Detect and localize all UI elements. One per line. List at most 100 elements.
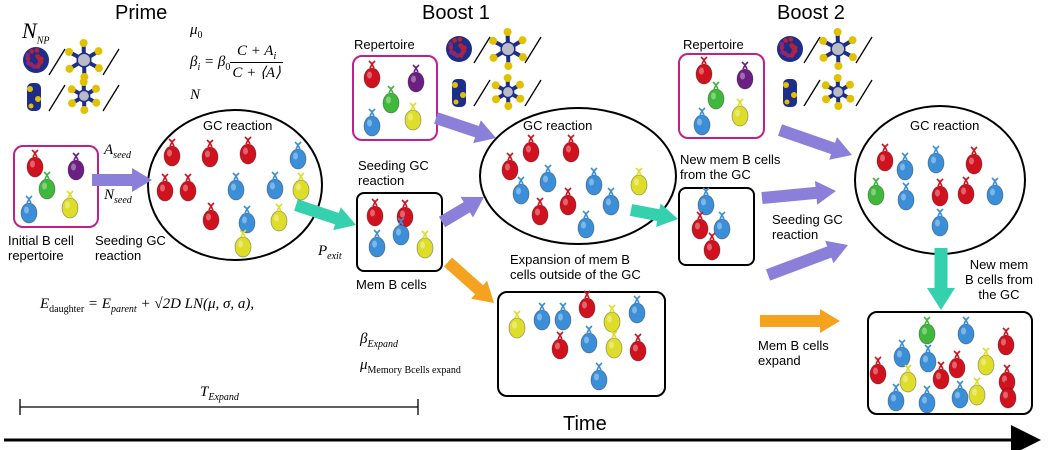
b-cell-icon xyxy=(896,152,914,181)
np-star-icon xyxy=(67,78,101,114)
b-cell-icon xyxy=(67,152,85,181)
b-cell-icon xyxy=(382,85,400,114)
n-np-symbol: NNP xyxy=(22,18,50,47)
b-cell-icon xyxy=(531,197,549,226)
b-cell-icon xyxy=(695,56,713,85)
np-sphere-icon xyxy=(777,36,803,62)
exit-arrow-boost1 xyxy=(629,203,678,227)
b-cell-icon xyxy=(404,102,422,131)
b-cell-icon xyxy=(368,229,386,258)
b-cell-icon xyxy=(26,149,44,178)
b-cell-icon xyxy=(20,195,38,224)
mem-b-cells-label: Mem B cells xyxy=(356,277,427,292)
b-cell-icon xyxy=(968,377,986,406)
b-cell-icon xyxy=(202,202,220,231)
b-cell-icon xyxy=(590,362,608,391)
b-cell-icon xyxy=(931,208,949,237)
b-cell-icon xyxy=(270,203,288,232)
b-cell-icon xyxy=(163,138,181,167)
b-cell-icon xyxy=(580,325,598,354)
boost1-gc-ellipse xyxy=(479,107,677,245)
b-cell-icon xyxy=(691,211,709,240)
divider-slash-icon xyxy=(803,36,821,64)
mem-to-gc-arrow-boost1 xyxy=(438,196,484,228)
prime-gc-ellipse xyxy=(147,109,323,261)
mem-b-cells-expand-label: Mem B cells expand xyxy=(758,338,829,368)
divider-slash-icon xyxy=(524,36,542,64)
b-cell-icon xyxy=(899,364,917,393)
boost1-title: Boost 1 xyxy=(422,2,490,24)
divider-slash-icon xyxy=(524,79,542,107)
b-cell-icon xyxy=(363,108,381,137)
b-cell-icon xyxy=(407,64,425,93)
divider-slash-icon xyxy=(855,36,873,64)
b-cell-icon xyxy=(927,145,945,174)
b-cell-icon xyxy=(948,350,966,379)
seeding-arrow xyxy=(92,168,152,192)
b-cell-icon xyxy=(585,167,603,196)
b-cell-icon xyxy=(508,310,526,339)
np-sphere-icon xyxy=(446,36,472,62)
n-seed-symbol: Nseed xyxy=(104,187,132,206)
boost2-repertoire-label: Repertoire xyxy=(683,37,744,52)
expand-arrow-boost1 xyxy=(444,257,494,303)
b-cell-icon xyxy=(876,143,894,172)
b-cell-icon xyxy=(997,327,1015,356)
b-cell-icon xyxy=(867,177,885,206)
expansion-box xyxy=(497,291,666,397)
exit-arrow-prime xyxy=(294,199,356,231)
divider-slash-icon xyxy=(803,79,821,107)
b-cell-icon xyxy=(707,81,725,110)
b-cell-icon xyxy=(577,210,595,239)
b-cell-icon xyxy=(554,302,572,331)
seeding-gc-reaction-label: Seeding GC reaction xyxy=(358,158,429,188)
b-cell-icon xyxy=(893,339,911,368)
b-cell-icon xyxy=(238,205,256,234)
b-cell-icon xyxy=(713,211,731,240)
b-cell-icon xyxy=(932,361,950,390)
b-cell-icon xyxy=(289,141,307,170)
boost2-gc-label: GC reaction xyxy=(910,118,980,133)
b-cell-icon xyxy=(239,136,257,165)
b-cell-icon xyxy=(897,182,915,211)
np-trimer-icon xyxy=(27,83,41,111)
beta-expand-symbol: βExpand xyxy=(360,331,399,350)
initial-repertoire-box xyxy=(13,145,99,228)
b-cell-icon xyxy=(986,177,1004,206)
b-cell-icon xyxy=(957,176,975,205)
b-cell-icon xyxy=(918,316,936,345)
b-cell-icon xyxy=(234,229,252,258)
b-cell-icon xyxy=(703,232,721,261)
divider-slash-icon xyxy=(102,84,120,112)
b-cell-icon xyxy=(965,146,983,175)
b-cell-icon xyxy=(512,176,530,205)
b-cell-icon xyxy=(951,380,969,409)
b-cell-icon xyxy=(533,302,551,331)
boost1-gc-label: GC reaction xyxy=(523,118,593,133)
b-cell-icon xyxy=(731,98,749,127)
b-cell-icon xyxy=(977,347,995,376)
repertoire-arrow-boost2 xyxy=(778,124,852,160)
b-cell-icon xyxy=(61,190,79,219)
boost1-new-mem-box xyxy=(678,187,755,266)
b-cell-icon xyxy=(559,187,577,216)
boost1-repertoire-label: Repertoire xyxy=(354,37,415,52)
b-cell-icon xyxy=(416,230,434,259)
divider-slash-icon xyxy=(855,79,873,107)
mem-to-gc-arrow-boost2 xyxy=(761,180,836,205)
boost1-repertoire-box xyxy=(352,55,438,141)
b-cell-icon xyxy=(392,217,410,246)
b-cell-icon xyxy=(562,134,580,163)
prime-seeding-label: Seeding GC reaction xyxy=(95,233,166,263)
b-cell-icon xyxy=(887,383,905,412)
b-cell-icon xyxy=(156,173,174,202)
b-cell-icon xyxy=(551,331,569,360)
b-cell-icon xyxy=(629,333,647,362)
divider-slash-icon xyxy=(473,79,491,107)
b-cell-icon xyxy=(292,172,310,201)
np-star-icon xyxy=(819,28,857,70)
np-sphere-icon xyxy=(23,47,49,73)
b-cell-icon xyxy=(602,187,620,216)
a-seed-symbol: Aseed xyxy=(104,142,131,161)
